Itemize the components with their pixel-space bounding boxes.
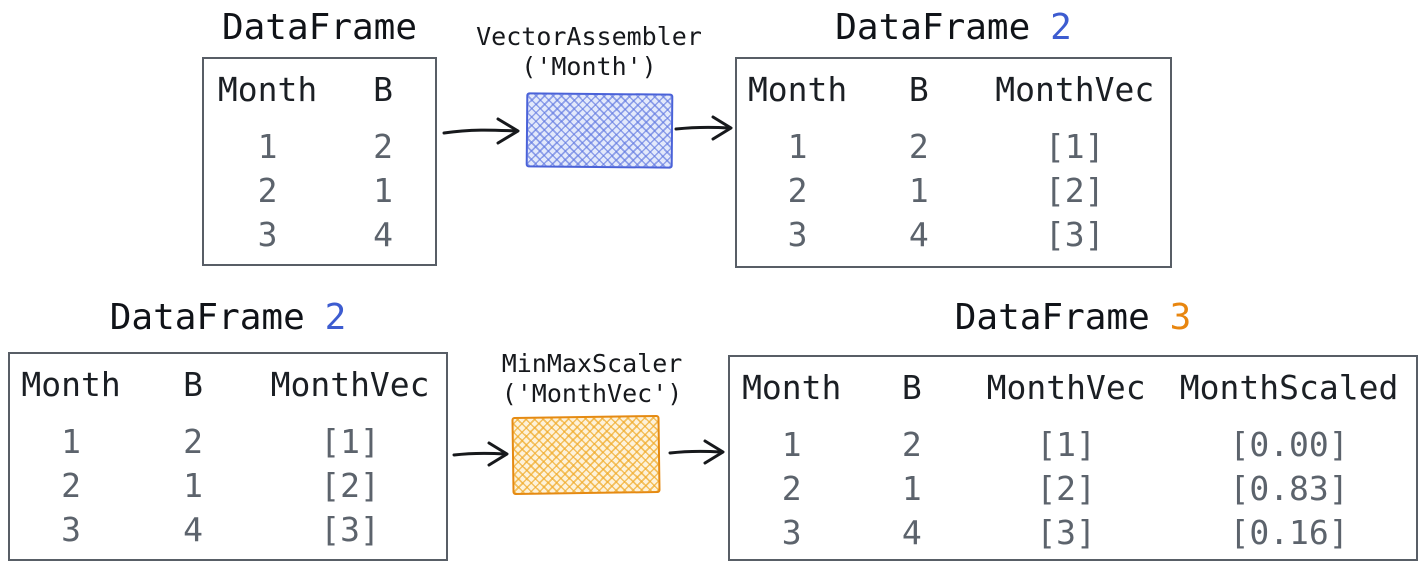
cell-value: [1] [1044,127,1105,166]
column-header: MonthVec [986,368,1146,407]
table-header-row: Month B MonthVec [737,71,1170,109]
cell-value: 1 [908,171,929,210]
column-header: B [908,70,929,109]
column-header: B [373,70,393,109]
dataframe2-table: Month B MonthVec 1 2 [1] 2 1 [2] 3 4 [3] [735,57,1172,268]
title-number: 2 [324,297,347,338]
arrow-right-icon [452,441,509,467]
dataframe2-title: DataFrame 2 [735,8,1172,48]
cell-value: 4 [373,215,393,254]
cell-value: [3] [1044,215,1105,254]
title-text: DataFrame [109,297,305,338]
column-header: Month [747,70,848,109]
cell-value: 2 [61,466,81,505]
arrow-right-icon [668,439,725,465]
table-row: 2 1 [2] [0.83] [730,467,1416,511]
column-header: Month [742,368,842,407]
cell-value: [3] [1036,513,1096,552]
column-header: B [183,365,204,404]
title-text: DataFrame [835,7,1031,48]
title-number: 3 [1169,297,1192,338]
column-header: MonthVec [270,365,430,404]
cell-value: 2 [257,171,278,210]
cell-value: 3 [61,510,81,549]
column-header: B [901,368,922,407]
cell-value: 2 [781,469,802,508]
title-text: DataFrame [954,297,1150,338]
cell-value: 1 [257,127,278,166]
column-header: Month [21,365,121,404]
cell-value: 1 [787,127,808,166]
vectorassembler-label: VectorAssembler ('Month') [469,22,709,82]
transformer-arg: ('Month') [521,52,657,81]
dataframe3-title: DataFrame 3 [728,298,1418,338]
title-number: 2 [1050,7,1072,48]
minmaxscaler-box [511,414,661,496]
transformer-name: MinMaxScaler [501,349,683,378]
table-header-row: Month B MonthVec [10,366,446,404]
table-row: 3 4 [3] [0.16] [730,511,1416,555]
cell-value: 2 [787,171,808,210]
dataframe3-table: Month B MonthVec MonthScaled 1 2 [1] [0.00] 2 1 [2… [728,355,1418,561]
cell-value: 4 [908,215,929,254]
column-header: Month [217,70,318,109]
table-row: 1 2 [1] [10,420,446,464]
cell-value: 1 [373,171,393,210]
cell-value: 1 [901,469,922,508]
cell-value: [0.00] [1229,425,1349,464]
title-text: DataFrame [221,7,418,48]
table-row: 2 1 [2] [10,464,446,508]
cell-value: 1 [781,425,802,464]
table-row: 1 2 [1] [737,125,1170,169]
dataframe1-title: DataFrame [202,8,437,48]
cell-value: [0.16] [1229,513,1349,552]
cell-value: [0.83] [1229,469,1349,508]
table-header-row: Month B MonthVec MonthScaled [730,369,1416,407]
cell-value: [2] [1044,171,1105,210]
cell-value: [2] [1036,469,1096,508]
column-header: MonthVec [995,70,1155,109]
vectorassembler-box [525,92,674,169]
cell-value: 2 [373,127,393,166]
minmaxscaler-label: MinMaxScaler ('MonthVec') [492,349,692,409]
cell-value: 3 [781,513,802,552]
cell-value: [3] [320,510,380,549]
cell-value: 1 [183,466,204,505]
transformer-name: VectorAssembler [476,22,702,51]
table-row: 3 4 [3] [10,508,446,552]
cell-value: [2] [320,466,380,505]
column-header: MonthScaled [1179,368,1399,407]
dataframe2-table-bottom: Month B MonthVec 1 2 [1] 2 1 [2] 3 4 [3] [8,352,448,561]
cell-value: 2 [183,422,204,461]
arrow-right-icon [674,115,733,141]
cell-value: 3 [257,215,278,254]
cell-value: 4 [183,510,204,549]
cell-value: 2 [908,127,929,166]
cell-value: 2 [901,425,922,464]
table-row: 2 1 [2] [737,169,1170,213]
dataframe2-title-bottom: DataFrame 2 [8,298,448,338]
transformer-arg: ('MonthVec') [501,379,683,408]
cell-value: 3 [787,215,808,254]
cell-value: 4 [901,513,922,552]
table-row: 1 2 [1] [0.00] [730,423,1416,467]
table-header-row: Month B [204,71,435,109]
cell-value: [1] [1036,425,1096,464]
arrow-right-icon [442,117,520,145]
table-row: 3 4 [3] [737,213,1170,257]
cell-value: [1] [320,422,380,461]
cell-value: 1 [61,422,81,461]
